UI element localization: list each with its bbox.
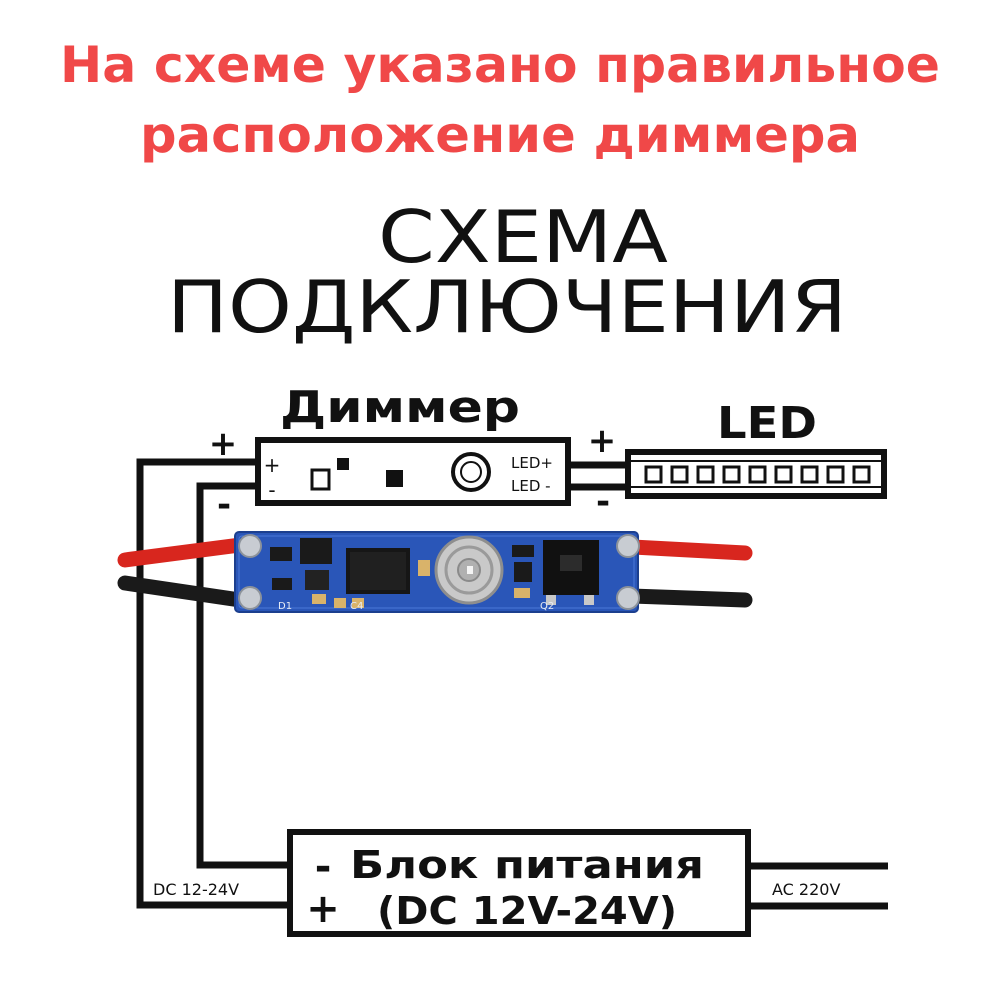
dimmer-component-small — [337, 458, 349, 470]
dimmer-led-plus-terminal: LED+ — [511, 454, 553, 472]
black-wire-left — [117, 575, 248, 608]
led-cell — [826, 465, 845, 484]
led-minus-sign: - — [596, 482, 610, 522]
input-minus-sign: - — [217, 485, 231, 525]
dimmer-component-chip — [386, 470, 403, 487]
psu-label-line-2: (DC 12V-24V) — [377, 889, 677, 933]
power-supply: - + Блок питания (DC 12V-24V) — [287, 829, 751, 937]
psu-label-line-1: Блок питания — [350, 843, 704, 887]
dimmer-pcb-photo: D1 C4 Q2 — [117, 531, 753, 613]
pcb-silk-d1: D1 — [278, 601, 292, 612]
positive-wire — [136, 458, 290, 909]
solder-pad-black-left — [238, 586, 262, 610]
header-line-2: расположение диммера — [140, 106, 860, 164]
solder-pad-red-left — [238, 534, 262, 558]
led-strip — [625, 449, 887, 499]
dimmer-led-minus-terminal: LED - — [511, 477, 551, 495]
negative-wire — [196, 482, 290, 869]
led-cell — [644, 465, 663, 484]
dimmer-plus-terminal: + — [264, 453, 281, 477]
psu-plus-terminal: + — [306, 886, 340, 932]
dimmer-label: Диммер — [280, 382, 520, 433]
solder-pad-black-right — [616, 586, 640, 610]
dimmer-minus-terminal: - — [268, 478, 275, 502]
led-cell — [722, 465, 741, 484]
diagram-title-line-1: СХЕМА — [378, 195, 668, 279]
led-plus-sign: + — [588, 421, 617, 461]
led-cell — [852, 465, 871, 484]
input-plus-sign: + — [209, 424, 238, 464]
diagram-title-line-2: ПОДКЛЮЧЕНИЯ — [167, 265, 847, 349]
ac-voltage-label: AC 220V — [772, 880, 840, 899]
dc-voltage-label: DC 12-24V — [153, 880, 239, 899]
led-cell — [748, 465, 767, 484]
black-wire-right — [625, 588, 753, 608]
solder-pad-red-right — [616, 534, 640, 558]
pcb-silk-c4: C4 — [350, 601, 363, 612]
touch-sensor-icon — [451, 452, 491, 492]
dimmer-component-outline — [310, 468, 331, 491]
dimmer-module: + - LED+ LED - — [255, 437, 571, 506]
pcb-silk-q2: Q2 — [540, 601, 554, 612]
psu-minus-terminal: - — [315, 844, 332, 890]
header-line-1: На схеме указано правильное — [60, 36, 940, 94]
led-cell — [800, 465, 819, 484]
led-cell — [670, 465, 689, 484]
led-cell — [696, 465, 715, 484]
led-label: LED — [717, 398, 817, 449]
led-cell — [774, 465, 793, 484]
led-cells — [644, 465, 871, 484]
red-wire-left — [117, 537, 248, 568]
red-wire-right — [625, 539, 753, 561]
